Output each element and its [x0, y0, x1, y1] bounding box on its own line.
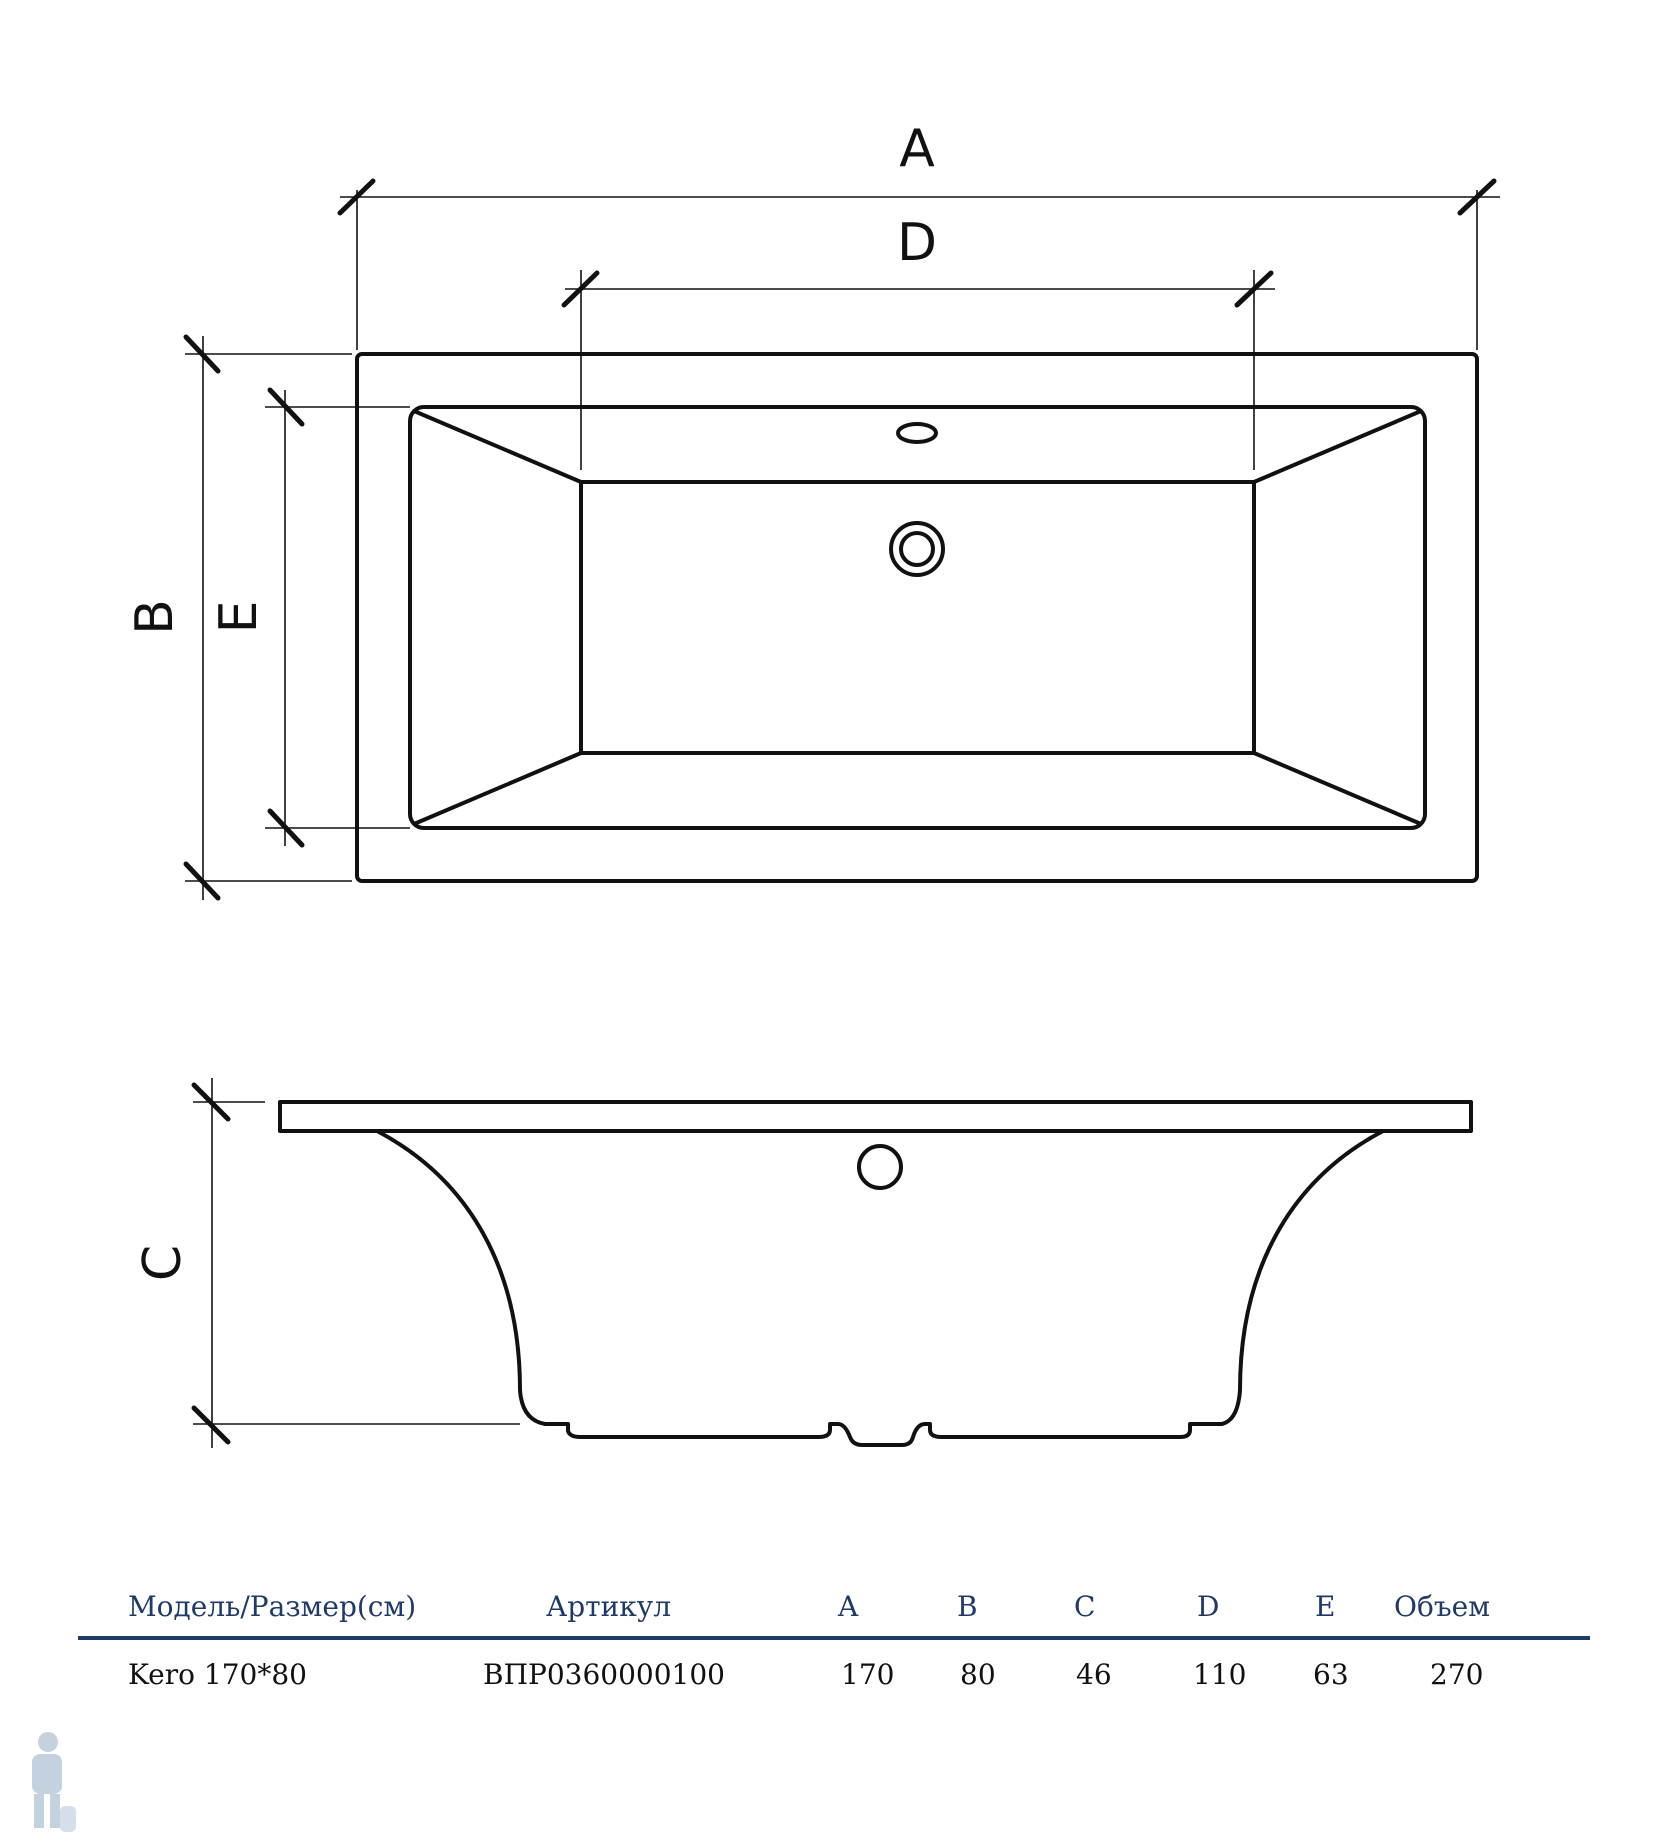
header-b: B	[957, 1590, 978, 1623]
corner-line	[1253, 751, 1422, 826]
cell-a: 170	[841, 1658, 895, 1691]
top-view	[355, 352, 1479, 883]
tub-floor	[579, 480, 1256, 755]
drain-inner	[899, 531, 935, 567]
cell-c: 46	[1076, 1658, 1112, 1691]
header-volume: Объем	[1394, 1590, 1490, 1623]
tub-outer-rim	[355, 352, 1479, 883]
table-header-row: Модель/Размер(см) Артикул A B C D E Объе…	[78, 1578, 1590, 1634]
table-row: Kero 170*80 ВПР0360000100 170 80 46 110 …	[78, 1646, 1590, 1702]
dimension-d: D	[561, 213, 1275, 470]
plumber-logo-icon	[32, 1732, 76, 1832]
overflow-side	[857, 1144, 903, 1190]
dimension-tick	[183, 861, 221, 901]
dimension-label-e: E	[209, 601, 269, 634]
dimension-a: A	[337, 119, 1500, 350]
header-d: D	[1197, 1590, 1220, 1623]
dimension-tick	[267, 387, 305, 427]
dimension-label-c: C	[133, 1245, 193, 1281]
dimension-b: B	[125, 334, 352, 901]
dimension-label-b: B	[125, 599, 185, 635]
dimension-tick	[267, 808, 305, 848]
dimension-tick	[337, 178, 376, 216]
dimension-tick	[191, 1405, 231, 1445]
cell-e: 63	[1313, 1658, 1349, 1691]
cell-d: 110	[1193, 1658, 1247, 1691]
dimension-e: E	[209, 387, 410, 848]
header-e: E	[1315, 1590, 1336, 1623]
cell-volume: 270	[1430, 1658, 1484, 1691]
corner-line	[413, 409, 582, 484]
spec-table: Модель/Размер(см) Артикул A B C D E Объе…	[78, 1578, 1590, 1702]
side-watermark	[1626, 1725, 1644, 1835]
drain-outer	[889, 521, 945, 577]
dimension-tick	[1457, 178, 1497, 216]
side-view	[278, 1100, 1473, 1447]
tub-body-side	[376, 1129, 1384, 1447]
cell-article: ВПР0360000100	[483, 1658, 725, 1691]
corner-line	[413, 751, 582, 826]
tub-inner-basin	[408, 405, 1427, 830]
cell-b: 80	[960, 1658, 996, 1691]
dimension-tick	[183, 334, 221, 374]
overflow-hole	[896, 422, 938, 444]
dimension-label-a: A	[899, 119, 935, 179]
corner-line	[1253, 409, 1422, 484]
table-divider	[78, 1636, 1590, 1640]
cell-model: Kero 170*80	[128, 1658, 307, 1691]
dimension-c: C	[133, 1078, 520, 1448]
tub-rim-side	[278, 1100, 1473, 1133]
dimension-tick	[561, 270, 600, 308]
header-a: A	[838, 1590, 859, 1623]
dimension-tick	[191, 1082, 231, 1122]
header-c: C	[1074, 1590, 1096, 1623]
dimension-tick	[1234, 270, 1274, 308]
header-article: Артикул	[546, 1590, 672, 1623]
header-model: Модель/Размер(см)	[128, 1590, 417, 1623]
dimension-label-d: D	[897, 213, 937, 273]
